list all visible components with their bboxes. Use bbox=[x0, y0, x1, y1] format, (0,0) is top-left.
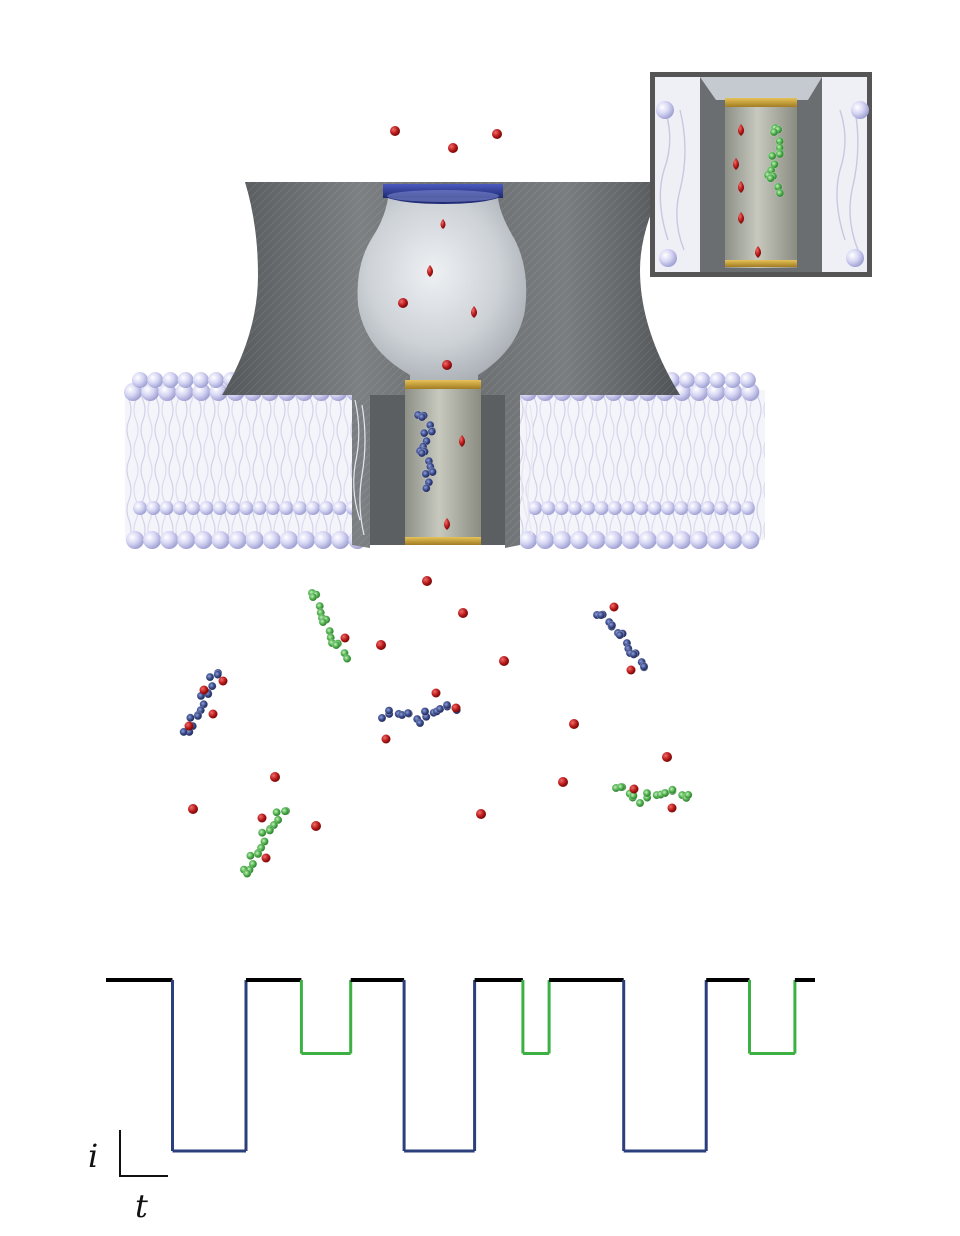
current-trace: i t bbox=[88, 978, 815, 1225]
inset-pore-view bbox=[650, 72, 872, 277]
blue-analyte-molecule bbox=[413, 410, 437, 493]
ions-below bbox=[188, 576, 672, 831]
analyte-molecules bbox=[179, 136, 779, 878]
current-axis-label: i bbox=[88, 1137, 98, 1175]
green-analyte-molecule bbox=[763, 123, 785, 198]
ions-in-pore bbox=[398, 219, 477, 530]
blue-analyte-molecule bbox=[592, 610, 649, 672]
green-analyte-molecule bbox=[611, 782, 693, 808]
green-analyte-molecule bbox=[239, 806, 291, 878]
blue-analyte-molecule bbox=[377, 700, 462, 728]
ions-above bbox=[390, 126, 502, 153]
blue-analyte-in-pore bbox=[413, 410, 437, 493]
green-analyte-molecule bbox=[307, 588, 352, 663]
blue-analyte-molecule bbox=[179, 668, 223, 737]
green-analyte-in-inset bbox=[763, 123, 785, 198]
time-axis-label: t bbox=[135, 1187, 148, 1225]
